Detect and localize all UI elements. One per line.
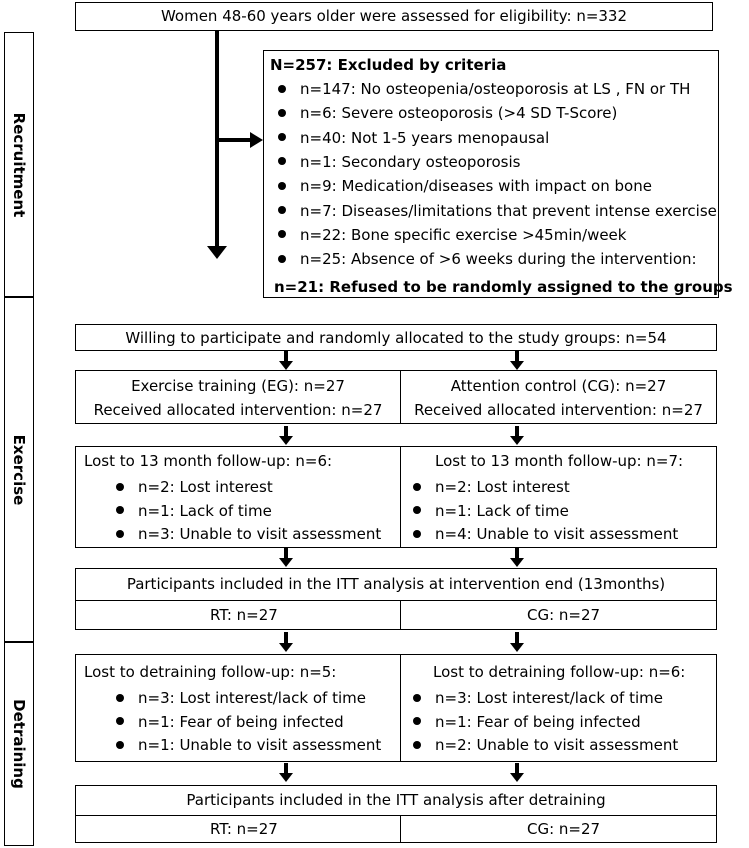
- itt2-box: Participants included in the ITT analysi…: [75, 785, 717, 843]
- list-item: n=2: Unable to visit assessment: [413, 736, 678, 754]
- bullet-icon: [413, 529, 421, 538]
- list-item-text: n=3: Lost interest/lack of time: [435, 689, 663, 707]
- itt1-title: Participants included in the ITT analysi…: [126, 575, 666, 593]
- itt1-split: [400, 600, 401, 630]
- list-item: n=3: Lost interest/lack of time: [413, 689, 663, 707]
- list-item: n=9: Medication/diseases with impact on …: [278, 177, 652, 195]
- list-item: n=147: No osteopenia/osteoporosis at LS …: [278, 80, 690, 98]
- detraining-phase-box: Detraining: [4, 642, 34, 846]
- main-down-arrow-head: [207, 246, 227, 259]
- list-item-text: n=40: Not 1-5 years menopausal: [300, 128, 550, 147]
- bullet-icon: [278, 230, 286, 239]
- itt2-right: CG: n=27: [527, 820, 601, 838]
- lostdt-right-box: Lost to detraining follow-up: n=6: n=3: …: [400, 654, 717, 762]
- bullet-icon: [278, 133, 286, 142]
- itt1-divider: [75, 600, 717, 601]
- lost13-right-box: Lost to 13 month follow-up: n=7: n=2: Lo…: [400, 446, 717, 548]
- bullet-icon: [413, 482, 421, 491]
- lost13-left-box: Lost to 13 month follow-up: n=6: n=2: Lo…: [75, 446, 401, 548]
- lostdt-right-title: Lost to detraining follow-up: n=6:: [433, 663, 686, 681]
- itt2-left: RT: n=27: [210, 820, 278, 838]
- list-item: n=3: Lost interest/lack of time: [116, 689, 366, 707]
- list-item: n=1: Lack of time: [116, 502, 272, 520]
- lost13-right-title: Lost to 13 month follow-up: n=7:: [435, 452, 684, 470]
- lost13-left-title: Lost to 13 month follow-up: n=6:: [84, 452, 333, 470]
- bullet-icon: [278, 254, 286, 263]
- lostdt-left-box: Lost to detraining follow-up: n=5: n=3: …: [75, 654, 401, 762]
- list-item: n=1: Lack of time: [413, 502, 569, 520]
- itt1-right: CG: n=27: [527, 606, 601, 624]
- itt2-title: Participants included in the ITT analysi…: [186, 791, 606, 809]
- bullet-icon: [278, 157, 286, 166]
- bullet-icon: [116, 506, 124, 514]
- list-item-text: n=147: No osteopenia/osteoporosis at LS …: [300, 80, 691, 98]
- recruitment-phase-box: Recruitment: [4, 32, 34, 297]
- list-item: n=4: Unable to visit assessment: [413, 525, 678, 543]
- list-item: n=3: Unable to visit assessment: [116, 525, 381, 543]
- list-item: n=40: Not 1-5 years menopausal: [278, 129, 549, 147]
- list-item-text: n=9: Medication/diseases with impact on …: [300, 177, 652, 196]
- eg-box: Exercise training (EG): n=27 Received al…: [75, 370, 401, 424]
- bullet-icon: [413, 506, 421, 514]
- list-item-text: n=3: Lost interest/lack of time: [138, 689, 366, 707]
- list-item-text: n=25: Absence of >6 weeks during the int…: [300, 250, 697, 269]
- bullet-icon: [116, 529, 124, 538]
- excluded-box: N=257: Excluded by criteria n=147: No os…: [263, 50, 733, 298]
- bullet-icon: [278, 84, 286, 93]
- list-item-text: n=1: Fear of being infected: [138, 712, 344, 731]
- bullet-icon: [278, 181, 286, 190]
- list-item-text: n=6: Severe osteoporosis (>4 SD T-Score): [300, 104, 618, 123]
- cg-line2: Received allocated intervention: n=27: [414, 401, 703, 419]
- excluded-title: N=257: Excluded by criteria: [270, 56, 507, 74]
- list-item: n=7: Diseases/limitations that prevent i…: [278, 202, 717, 220]
- list-item: n=2: Lost interest: [116, 478, 273, 496]
- lostdt-left-title: Lost to detraining follow-up: n=5:: [84, 663, 337, 681]
- list-item-text: n=1: Unable to visit assessment: [138, 736, 382, 754]
- bullet-icon: [116, 482, 124, 491]
- allocated-box: Willing to participate and randomly allo…: [75, 324, 717, 351]
- bullet-icon: [116, 717, 124, 725]
- cg-box: Attention control (CG): n=27 Received al…: [400, 370, 717, 424]
- bullet-icon: [116, 740, 124, 749]
- list-item-text: n=2: Unable to visit assessment: [435, 736, 679, 754]
- exclusion-arrow-head: [250, 132, 263, 148]
- list-item: n=1: Fear of being infected: [116, 713, 344, 731]
- eg-line2: Received allocated intervention: n=27: [93, 401, 383, 419]
- itt1-box: Participants included in the ITT analysi…: [75, 568, 717, 630]
- list-item-text: n=1: Fear of being infected: [435, 712, 641, 731]
- list-item-text: n=1: Lack of time: [138, 501, 272, 520]
- bullet-icon: [278, 206, 286, 214]
- bullet-icon: [278, 108, 286, 117]
- eg-line1: Exercise training (EG): n=27: [131, 377, 345, 395]
- list-item: n=2: Lost interest: [413, 478, 570, 496]
- list-item-text: n=2: Lost interest: [435, 478, 570, 496]
- assessed-box: Women 48-60 years older were assessed fo…: [75, 2, 713, 31]
- bullet-icon: [413, 717, 421, 725]
- allocated-text: Willing to participate and randomly allo…: [125, 329, 667, 347]
- list-item: n=1: Secondary osteoporosis: [278, 153, 520, 171]
- list-item: n=25: Absence of >6 weeks during the int…: [278, 250, 697, 268]
- itt2-split: [400, 815, 401, 843]
- list-item-text: n=7: Diseases/limitations that prevent i…: [300, 201, 717, 220]
- list-item: n=1: Unable to visit assessment: [116, 736, 381, 754]
- bullet-icon: [413, 740, 421, 749]
- exercise-phase-box: Exercise: [4, 297, 34, 642]
- assessed-text: Women 48-60 years older were assessed fo…: [160, 7, 628, 25]
- cg-line1: Attention control (CG): n=27: [450, 377, 667, 395]
- list-item: n=1: Fear of being infected: [413, 713, 641, 731]
- bullet-icon: [413, 693, 421, 702]
- list-item-text: n=22: Bone specific exercise >45min/week: [300, 225, 627, 244]
- list-item-text: n=1: Secondary osteoporosis: [300, 152, 521, 171]
- itt2-divider: [75, 815, 717, 816]
- list-item-text: n=3: Unable to visit assessment: [138, 525, 382, 543]
- list-item: n=22: Bone specific exercise >45min/week: [278, 226, 626, 244]
- list-item-text: n=4: Unable to visit assessment: [435, 525, 679, 543]
- list-item: n=6: Severe osteoporosis (>4 SD T-Score): [278, 104, 617, 122]
- bullet-icon: [116, 693, 124, 702]
- refused-text: n=21: Refused to be randomly assigned to…: [274, 278, 733, 296]
- list-item-text: n=1: Lack of time: [435, 501, 569, 520]
- list-item-text: n=2: Lost interest: [138, 478, 273, 496]
- itt1-left: RT: n=27: [210, 606, 278, 624]
